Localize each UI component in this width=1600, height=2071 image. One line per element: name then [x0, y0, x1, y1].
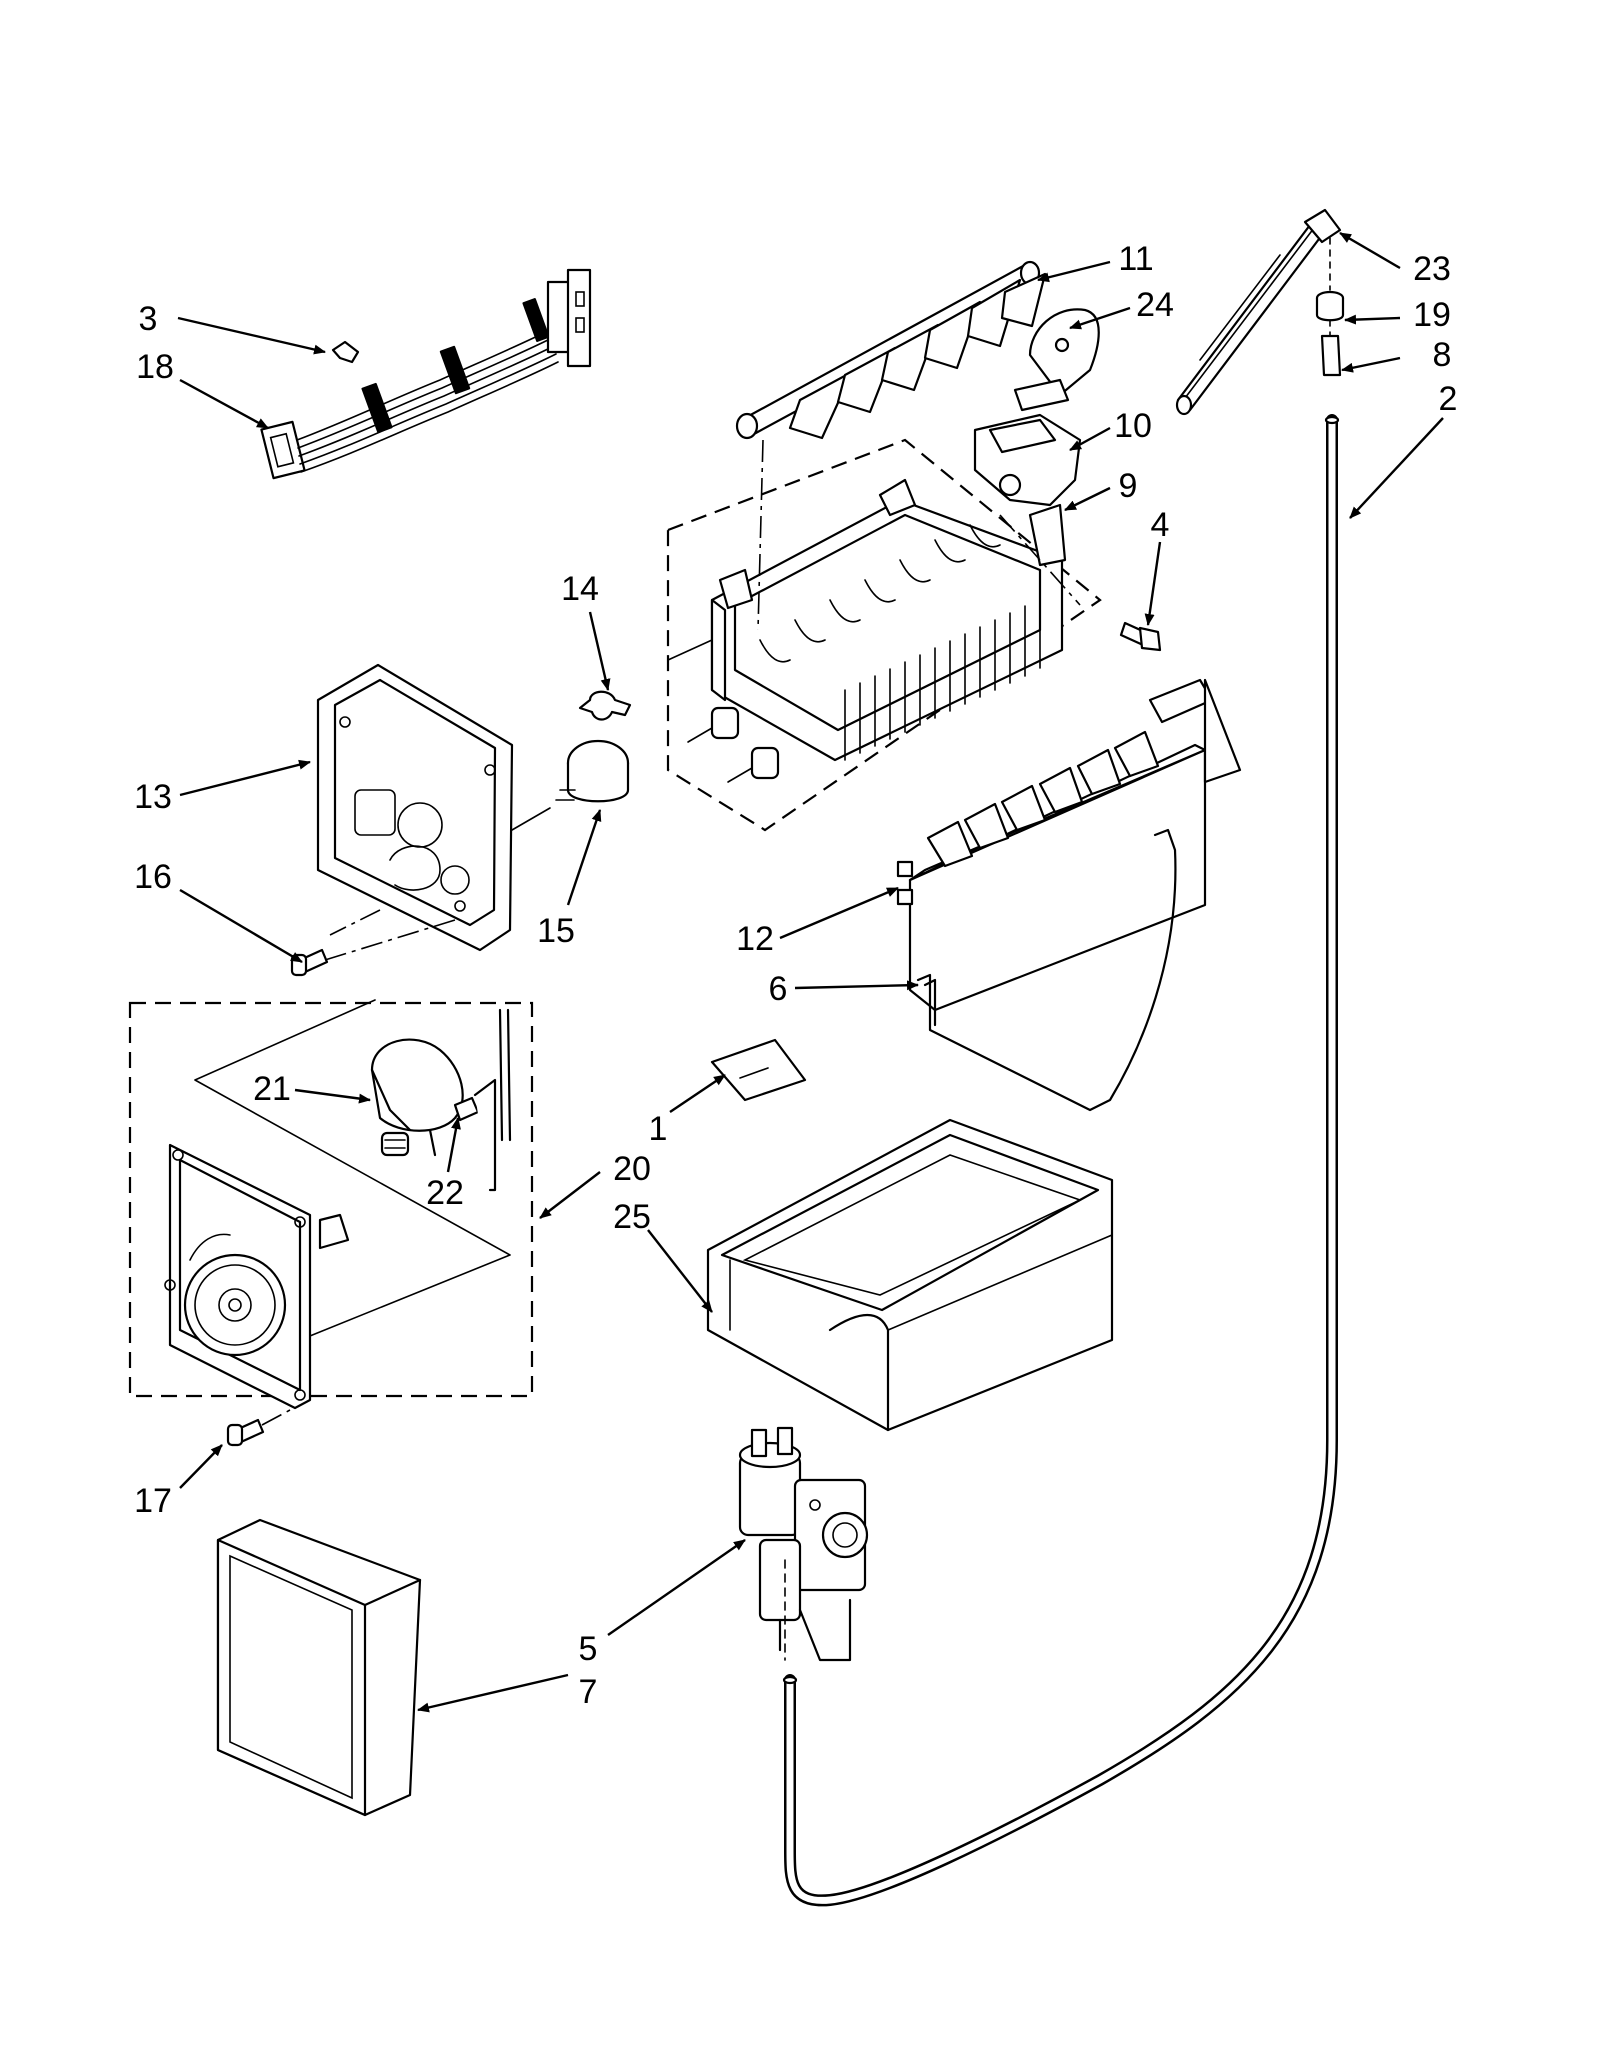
callout-22: 22	[426, 1174, 464, 1212]
switch-lever	[453, 1078, 497, 1192]
alignment-line	[999, 514, 1081, 606]
alignment-line	[324, 919, 456, 961]
callout-1: 1	[649, 1110, 668, 1148]
callout-5: 5	[579, 1630, 598, 1668]
callout-18: 18	[136, 348, 174, 386]
leader-lines	[177, 231, 1444, 1713]
plate-screw	[226, 1418, 265, 1447]
fill-cup	[973, 413, 1082, 507]
callout-2: 2	[1439, 380, 1458, 418]
motor-module-group-box	[128, 1001, 534, 1398]
mold-assembly-group-box	[666, 438, 1102, 832]
tube-sleeve	[1320, 319, 1342, 377]
motor-mounting-plate	[164, 1143, 350, 1410]
callout-19: 19	[1413, 296, 1451, 334]
shutoff-arm-wire	[916, 828, 1177, 1112]
trim-cover	[216, 1518, 422, 1817]
callout-labels: 3 18 11 24 10 9 4 23 19 8 2 14 13 15 16 …	[134, 240, 1457, 1711]
water-valve	[738, 1426, 869, 1662]
callout-4: 4	[1151, 506, 1170, 544]
callout-25: 25	[613, 1198, 651, 1236]
ice-mold	[667, 478, 1067, 783]
callout-24: 24	[1136, 286, 1174, 324]
callout-13: 13	[134, 778, 172, 816]
ice-bin	[706, 1118, 1114, 1432]
control-housing	[316, 663, 551, 952]
callout-21: 21	[253, 1070, 291, 1108]
callout-10: 10	[1114, 407, 1152, 445]
alignment-line	[757, 439, 764, 631]
wire-harness	[260, 268, 592, 480]
callout-7: 7	[579, 1673, 598, 1711]
mold-screw	[1119, 621, 1162, 652]
callout-9: 9	[1119, 467, 1138, 505]
shutoff-arm	[1013, 308, 1100, 412]
housing-screw	[290, 948, 329, 977]
callout-23: 23	[1413, 250, 1451, 288]
alignment-line	[261, 1409, 291, 1426]
callout-20: 20	[613, 1150, 651, 1188]
drive-motor	[370, 1008, 512, 1157]
grommet	[1315, 290, 1345, 322]
thermostat-clip	[578, 690, 632, 721]
thermostat	[555, 739, 630, 803]
callout-3: 3	[139, 300, 158, 338]
callout-12: 12	[736, 920, 774, 958]
ejector-shaft	[735, 260, 1047, 440]
callout-17: 17	[134, 1482, 172, 1520]
callout-11: 11	[1118, 240, 1153, 278]
callout-14: 14	[561, 570, 599, 608]
ice-stripper	[896, 678, 1242, 1012]
callout-16: 16	[134, 858, 172, 896]
water-tube	[782, 414, 1340, 1907]
group-outline	[194, 999, 511, 1341]
callout-6: 6	[769, 970, 788, 1008]
callout-8: 8	[1433, 336, 1452, 374]
callout-15: 15	[537, 912, 575, 950]
fill-tube	[1175, 208, 1342, 416]
heater-pad	[710, 1038, 807, 1102]
